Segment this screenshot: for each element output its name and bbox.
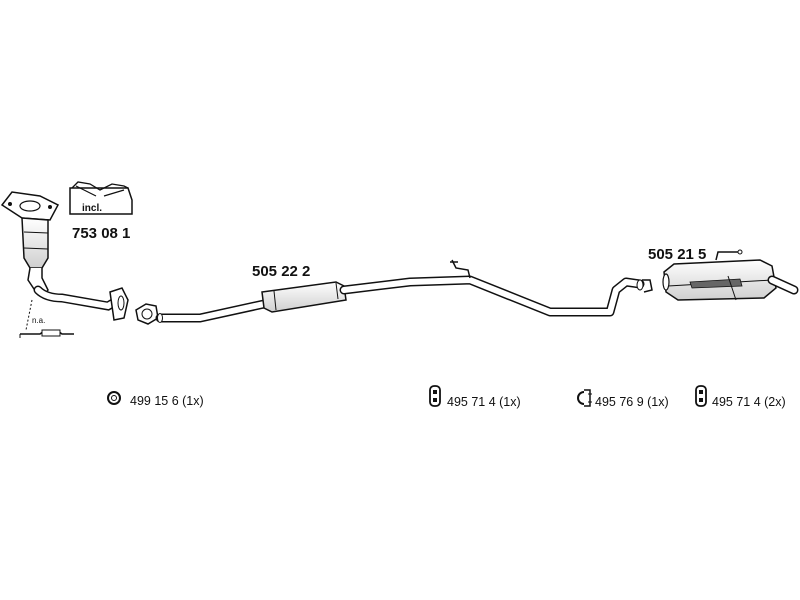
incl-label: incl. <box>82 203 102 214</box>
accessory-caption-4: 495 71 4 (2x) <box>712 395 786 409</box>
flange-gasket <box>135 303 159 325</box>
front-pipe[interactable] <box>33 285 129 321</box>
lambda-sensor: n.a. <box>19 299 74 338</box>
accessory-rubber-mount-1[interactable] <box>429 385 441 407</box>
rear-silencer[interactable] <box>662 249 799 301</box>
included-gasket-kit: incl. <box>69 181 133 215</box>
middle-pipe[interactable] <box>155 299 269 323</box>
part-number-505222: 505 22 2 <box>252 263 310 280</box>
accessory-caption-3: 495 76 9 (1x) <box>595 395 669 409</box>
accessory-clamp-hook[interactable] <box>577 389 592 407</box>
accessory-rubber-mount-2[interactable] <box>695 385 707 407</box>
sensor-note: n.a. <box>32 316 45 325</box>
part-number-753081: 753 08 1 <box>72 225 130 242</box>
accessory-ring[interactable] <box>107 391 121 405</box>
part-number-505215: 505 21 5 <box>648 246 706 263</box>
catalytic-converter[interactable] <box>0 191 60 297</box>
intermediate-pipe[interactable] <box>339 259 653 317</box>
accessory-caption-2: 495 71 4 (1x) <box>447 395 521 409</box>
middle-silencer[interactable] <box>261 281 347 313</box>
accessory-caption-1: 499 15 6 (1x) <box>130 394 204 408</box>
